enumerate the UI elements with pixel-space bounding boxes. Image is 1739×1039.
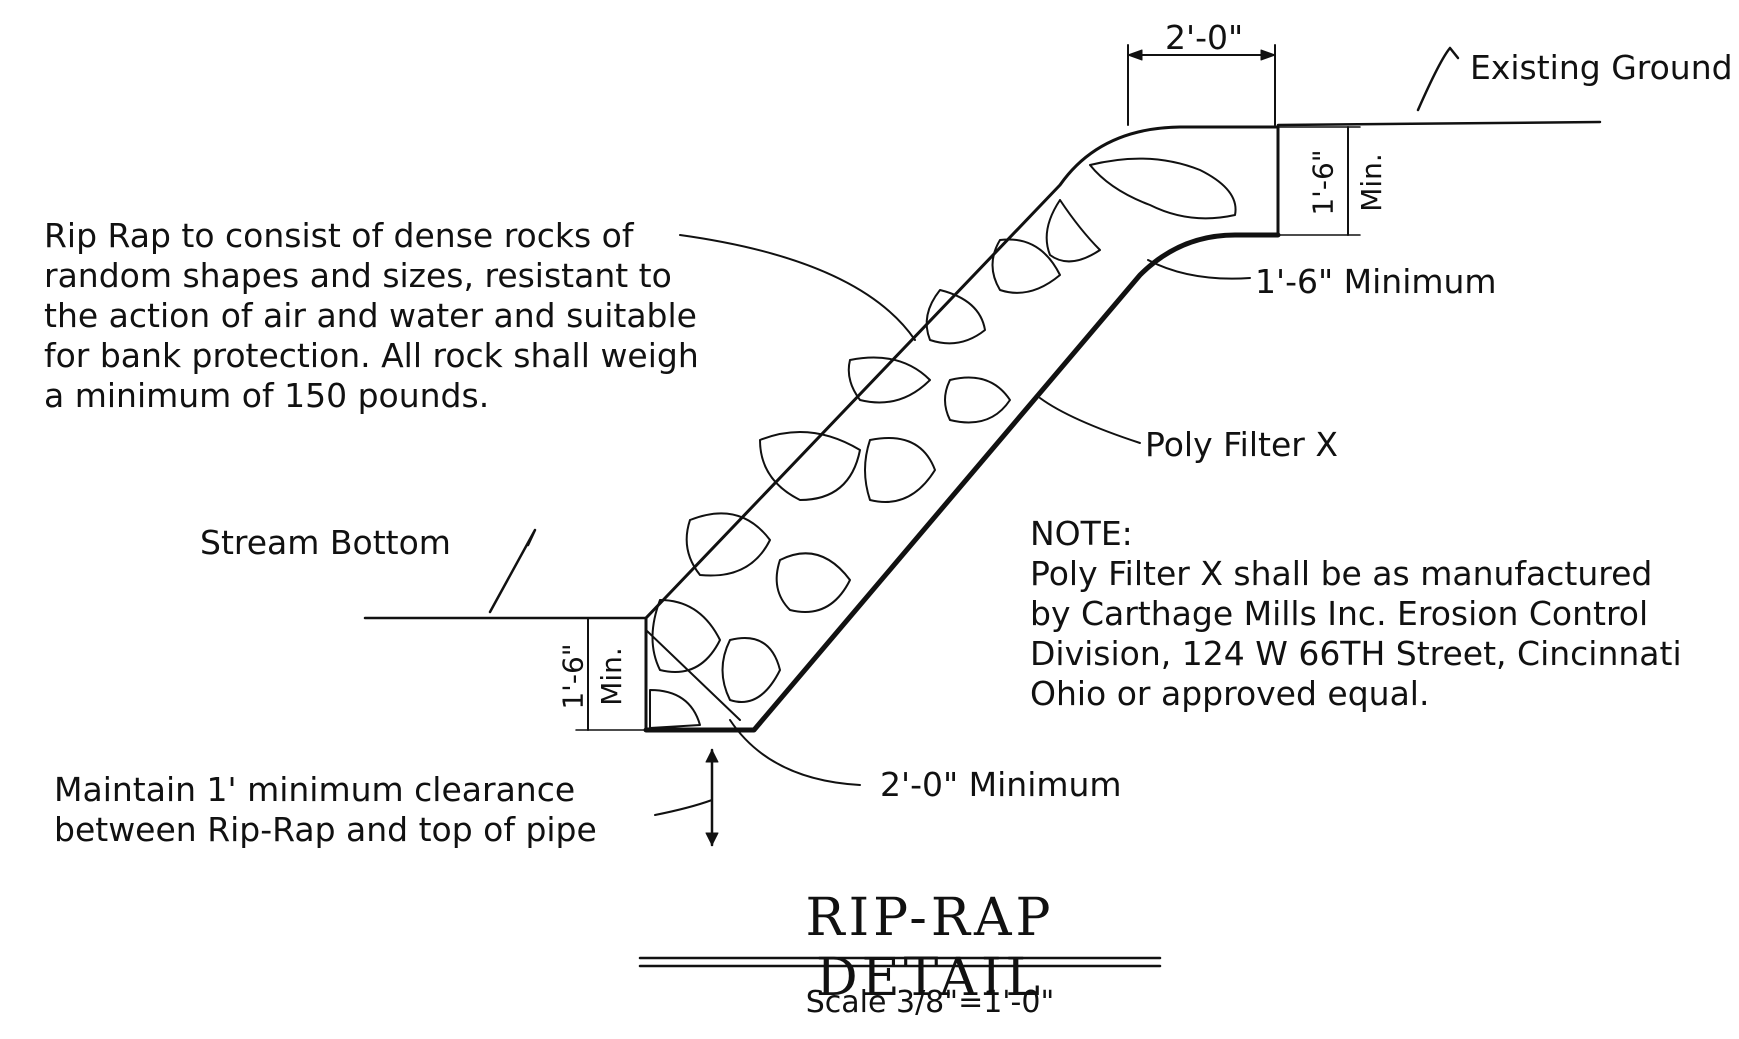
rip-rap-note-line: a minimum of 150 pounds.: [44, 376, 490, 415]
stream-bottom-label: Stream Bottom: [200, 523, 451, 562]
bottom-thickness-leader: [729, 719, 861, 786]
note-line: Poly Filter X shall be as manufactured: [1030, 554, 1653, 593]
title-underline: [638, 956, 1162, 968]
rock-pattern: [645, 157, 1237, 729]
drawing-title: RIP-RAP DETAIL: [805, 888, 1055, 1008]
existing-ground-line: [1276, 120, 1602, 127]
poly-filter-leader: [1039, 397, 1141, 444]
top-min-label: Min.: [1354, 153, 1388, 212]
rip-rap-note-line: Rip Rap to consist of dense rocks of: [44, 216, 634, 255]
clearance-note: Maintain 1' minimum clearance between Ri…: [54, 770, 597, 850]
clearance-note-line: Maintain 1' minimum clearance: [54, 770, 576, 809]
stream-bottom-leader: [488, 528, 537, 614]
top-depth-label: 1'-6": [1306, 149, 1340, 216]
top-dimension-label: 2'-0": [1165, 18, 1244, 57]
rip-rap-note-line: the action of air and water and suitable: [44, 296, 697, 335]
note-line: Ohio or approved equal.: [1030, 674, 1430, 713]
note-heading: NOTE:: [1030, 514, 1133, 553]
note-line: Division, 124 W 66TH Street, Cincinnati: [1030, 634, 1682, 673]
rip-rap-note-line: for bank protection. All rock shall weig…: [44, 336, 699, 375]
note-block: NOTE: Poly Filter X shall be as manufact…: [1030, 514, 1682, 714]
existing-ground-label: Existing Ground: [1470, 48, 1733, 87]
top-thickness-label: 1'-6" Minimum: [1255, 262, 1497, 301]
poly-filter-line: [643, 232, 1281, 733]
rip-rap-note-line: random shapes and sizes, resistant to: [44, 256, 672, 295]
existing-ground-leader: [1416, 46, 1460, 112]
rip-rap-note: Rip Rap to consist of dense rocks of ran…: [44, 216, 699, 416]
rip-rap-note-leader: [679, 234, 916, 341]
top-thickness-leader: [1147, 259, 1251, 280]
bottom-depth-label: 1'-6": [556, 643, 590, 710]
bottom-thickness-label: 2'-0" Minimum: [880, 765, 1122, 804]
bottom-min-label: Min.: [594, 647, 628, 706]
note-line: by Carthage Mills Inc. Erosion Control: [1030, 594, 1649, 633]
clearance-leader: [654, 799, 713, 816]
clearance-note-line: between Rip-Rap and top of pipe: [54, 810, 597, 849]
poly-filter-label: Poly Filter X: [1145, 425, 1338, 464]
drawing-scale: Scale 3/8"=1'-0": [805, 985, 1055, 1020]
